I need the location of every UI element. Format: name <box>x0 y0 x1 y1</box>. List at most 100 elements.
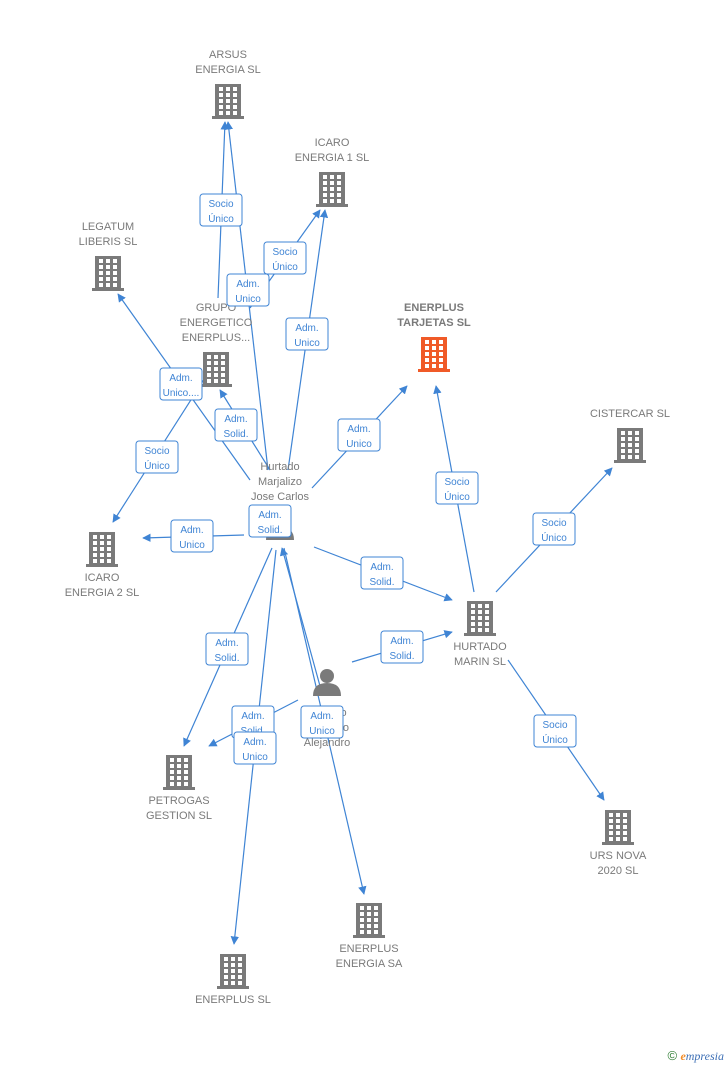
node-legatum[interactable]: LEGATUM LIBERIS SL <box>79 221 138 291</box>
edge-label-text: Adm. <box>370 562 393 573</box>
edge-label-text: Unico <box>235 294 261 305</box>
edge-label-text: Unico <box>179 540 205 551</box>
edge-label-text: Adm. <box>347 424 370 435</box>
building-icon <box>614 428 646 463</box>
node-cistercar[interactable]: CISTERCAR SL <box>590 408 670 463</box>
edge-label[interactable]: Adm.Solid. <box>214 408 258 442</box>
building-icon <box>316 172 348 207</box>
node-label-line: Alejandro <box>304 737 350 749</box>
edge-label-text: Unico <box>346 439 372 450</box>
edge-labels-layer: SocioÚnicoAdm.UnicoSocioÚnicoAdm.UnicoAd… <box>135 193 577 765</box>
edge-label-text: Solid. <box>389 651 414 662</box>
building-icon <box>92 256 124 291</box>
edge-label-box <box>285 317 329 351</box>
edge-label-text: Adm. <box>390 636 413 647</box>
edge-label-text: Adm. <box>310 711 333 722</box>
building-icon <box>464 601 496 636</box>
edge-label[interactable]: Adm.Unico <box>226 273 270 307</box>
edge-label-text: Socio <box>272 247 297 258</box>
building-icon <box>602 810 634 845</box>
node-label-line: URS NOVA <box>590 850 647 862</box>
node-label-line: CISTERCAR SL <box>590 408 670 420</box>
edge-label[interactable]: Adm. Unico <box>285 317 329 351</box>
edge-label-text: Adm. <box>243 737 266 748</box>
node-label-line: ARSUS <box>209 49 247 61</box>
node-label-line: ICARO <box>315 137 350 149</box>
edge-label[interactable]: Adm. Unico <box>233 731 277 765</box>
edge-alejandro-to-jose <box>279 547 321 687</box>
edge-label-box <box>435 471 479 505</box>
building-icon <box>163 755 195 790</box>
edge-label-text: Único <box>542 733 568 746</box>
edge-label-text: Socio <box>541 518 566 529</box>
edge-label-text: Único <box>144 459 170 472</box>
footer-brand[interactable]: © empresia <box>668 1048 725 1064</box>
edge-label-text: Único <box>208 212 234 225</box>
node-grupo[interactable]: GRUPOENERGETICOENERPLUS... <box>180 302 253 387</box>
building-icon <box>353 903 385 938</box>
node-label-line: HURTADO <box>453 641 507 653</box>
node-enerplussl[interactable]: ENERPLUS SL <box>195 954 271 1006</box>
edge-label[interactable]: Adm. Solid. <box>360 556 404 590</box>
node-label-line: Jose Carlos <box>251 491 310 503</box>
edge-label[interactable]: Adm. Unico <box>300 705 344 739</box>
node-label-line: ENERGETICO <box>180 317 253 329</box>
edge-label-box <box>159 367 203 401</box>
node-label-line: PETROGAS <box>148 795 209 807</box>
node-label-line: LIBERIS SL <box>79 236 138 248</box>
edge-label[interactable]: Adm. Solid. <box>380 630 424 664</box>
node-label-line: GRUPO <box>196 302 237 314</box>
node-arsus[interactable]: ARSUS ENERGIA SL <box>195 49 261 119</box>
edge-label-text: Solid. <box>369 577 394 588</box>
edge-label-text: Unico <box>294 338 320 349</box>
edge-label-box <box>226 273 270 307</box>
edge-label[interactable]: Adm. Unico <box>337 418 381 452</box>
edge-label-text: Socio <box>144 446 169 457</box>
edge-label-text: Único <box>541 531 567 544</box>
edge-label[interactable]: Adm. Unico.... <box>159 367 203 401</box>
edge-label-text: Único <box>272 260 298 273</box>
edge-label-box <box>300 705 344 739</box>
edge-label-text: Socio <box>208 199 233 210</box>
node-petrogas[interactable]: PETROGAS GESTION SL <box>146 755 212 822</box>
node-label-line: MARIN SL <box>454 656 506 668</box>
node-label-line: 2020 SL <box>598 865 639 877</box>
node-label-line: ENERGIA 1 SL <box>295 152 370 164</box>
building-icon <box>86 532 118 567</box>
edge-label-box <box>233 731 277 765</box>
edge-label-box <box>199 193 243 227</box>
edge-label-text: Solid. <box>223 429 248 440</box>
edge-label-box <box>170 519 214 553</box>
edge-label[interactable]: Adm.Solid. <box>248 504 292 538</box>
edge-label-text: Adm. <box>169 373 192 384</box>
edge-label-text: Unico <box>309 726 335 737</box>
edge-label[interactable]: Adm.Solid. <box>205 632 249 666</box>
edge-label-text: Adm. <box>295 323 318 334</box>
edge-label-box <box>360 556 404 590</box>
edge-label-box <box>248 504 292 538</box>
edge-label-text: Adm. <box>258 510 281 521</box>
edge-label-box <box>380 630 424 664</box>
node-label-line: GESTION SL <box>146 810 212 822</box>
node-hurtadomarin[interactable]: HURTADO MARIN SL <box>453 601 507 668</box>
edge-label-text: Unico.... <box>163 388 200 399</box>
node-label-line: ENERPLUS SL <box>195 994 271 1006</box>
edge-label-text: Unico <box>242 752 268 763</box>
node-label-line: ENERGIA SL <box>195 64 260 76</box>
edge-label[interactable]: Adm.Unico <box>170 519 214 553</box>
node-ursnova[interactable]: URS NOVA 2020 SL <box>590 810 647 877</box>
node-icaro1[interactable]: ICARO ENERGIA 1 SL <box>295 137 370 207</box>
node-label-line: LEGATUM <box>82 221 134 233</box>
copyright-symbol: © <box>667 1048 678 1063</box>
edge-label-box <box>337 418 381 452</box>
